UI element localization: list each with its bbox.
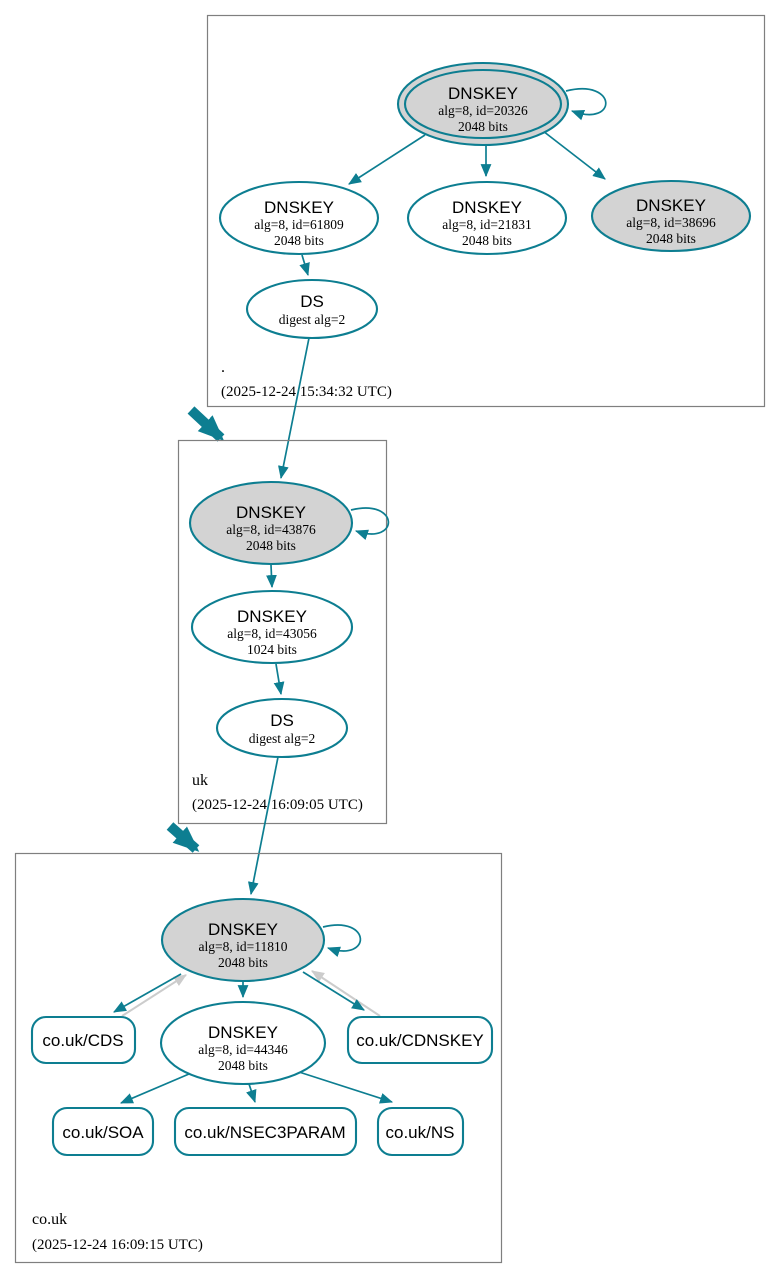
rrset-label: co.uk/NSEC3PARAM (184, 1123, 345, 1142)
node-dnskey-20326[interactable]: DNSKEY alg=8, id=20326 2048 bits (396, 61, 570, 147)
edge-uk-ksk-to-zsk (266, 564, 277, 589)
zone-box-couk (14, 852, 503, 1264)
edge-root-ksk-to-zsk3 (542, 130, 606, 180)
node-title: DS (300, 292, 324, 311)
rrset-label: co.uk/NS (386, 1123, 455, 1142)
node-alg: alg=8, id=43876 (226, 522, 316, 537)
zone-timestamp-uk: (2025-12-24 16:09:05 UTC) (192, 797, 363, 813)
edge-couk-ksk-to-cdnskey (302, 971, 365, 1011)
node-title: DNSKEY (208, 1023, 278, 1042)
node-title: DNSKEY (636, 196, 706, 215)
node-alg: alg=8, id=61809 (254, 217, 344, 232)
zone-name-root: . (221, 359, 225, 376)
edge-couk-cds-to-ksk-gray (121, 974, 187, 1017)
node-title: DNSKEY (448, 84, 518, 103)
node-title: DNSKEY (452, 198, 522, 217)
edge-couk-zsk-to-soa (120, 1073, 190, 1104)
edge-root-ds-to-uk-ksk (278, 337, 310, 480)
node-title: DNSKEY (264, 198, 334, 217)
edge-uk-delegation-to-couk (166, 822, 200, 853)
node-digest: digest alg=2 (279, 312, 345, 327)
edge-couk-ksk-selfsign (322, 924, 362, 957)
node-alg: alg=8, id=38696 (626, 215, 716, 230)
node-alg: alg=8, id=43056 (227, 626, 317, 641)
node-rrset-cds[interactable]: co.uk/CDS (30, 1015, 137, 1065)
node-dnskey-38696[interactable]: DNSKEY alg=8, id=38696 2048 bits (590, 179, 752, 253)
node-title: DNSKEY (236, 503, 306, 522)
edge-uk-zsk-to-ds (273, 663, 285, 696)
node-size: 1024 bits (247, 642, 297, 657)
node-title: DS (270, 711, 294, 730)
zone-name-uk: uk (192, 772, 208, 789)
node-digest: digest alg=2 (249, 731, 315, 746)
rrset-label: co.uk/SOA (62, 1123, 144, 1142)
node-ds-root[interactable]: DS digest alg=2 (245, 278, 379, 340)
node-size: 2048 bits (218, 955, 268, 970)
rrset-label: co.uk/CDS (42, 1031, 123, 1050)
zone-timestamp-root: (2025-12-24 15:34:32 UTC) (221, 384, 392, 400)
node-rrset-cdnskey[interactable]: co.uk/CDNSKEY (346, 1015, 494, 1065)
zone-timestamp-couk: (2025-12-24 16:09:15 UTC) (32, 1237, 203, 1253)
node-dnskey-44346[interactable]: DNSKEY alg=8, id=44346 2048 bits (159, 1000, 327, 1086)
edge-uk-ds-to-couk-ksk (247, 756, 279, 896)
node-alg: alg=8, id=21831 (442, 217, 531, 232)
node-ds-uk[interactable]: DS digest alg=2 (215, 697, 349, 759)
zone-name-couk: co.uk (32, 1211, 67, 1228)
rrset-label: co.uk/CDNSKEY (356, 1031, 484, 1050)
edge-root-zsk1-to-ds (299, 254, 310, 277)
node-size: 2048 bits (646, 231, 696, 246)
node-rrset-nsec3param[interactable]: co.uk/NSEC3PARAM (173, 1106, 358, 1157)
node-dnskey-21831[interactable]: DNSKEY alg=8, id=21831 2048 bits (406, 180, 568, 256)
node-size: 2048 bits (218, 1058, 268, 1073)
node-alg: alg=8, id=44346 (198, 1042, 288, 1057)
node-size: 2048 bits (246, 538, 296, 553)
edge-couk-zsk-to-nsec3param (246, 1083, 257, 1104)
node-dnskey-43876[interactable]: DNSKEY alg=8, id=43876 2048 bits (188, 480, 354, 566)
node-rrset-soa[interactable]: co.uk/SOA (51, 1106, 155, 1157)
node-dnskey-11810[interactable]: DNSKEY alg=8, id=11810 2048 bits (160, 897, 326, 983)
edge-couk-cdnskey-to-ksk-gray (311, 970, 381, 1017)
edge-couk-ksk-to-cds (113, 973, 182, 1013)
edge-root-ksk-to-zsk1 (348, 134, 426, 185)
zone-box-root (206, 14, 766, 408)
edge-uk-ksk-selfsign (350, 507, 390, 540)
edge-root-delegation-to-uk (187, 406, 225, 442)
node-size: 2048 bits (274, 233, 324, 248)
node-rrset-ns[interactable]: co.uk/NS (376, 1106, 465, 1157)
node-size: 2048 bits (462, 233, 512, 248)
node-title: DNSKEY (237, 607, 307, 626)
node-size: 2048 bits (458, 119, 508, 134)
node-title: DNSKEY (208, 920, 278, 939)
zone-box-uk (177, 439, 388, 825)
edge-couk-zsk-to-ns (298, 1071, 394, 1104)
edge-root-ksk-selfsign (565, 88, 607, 121)
node-dnskey-43056[interactable]: DNSKEY alg=8, id=43056 1024 bits (190, 589, 354, 665)
node-dnskey-61809[interactable]: DNSKEY alg=8, id=61809 2048 bits (218, 180, 380, 256)
node-alg: alg=8, id=20326 (438, 103, 528, 118)
node-alg: alg=8, id=11810 (199, 939, 288, 954)
